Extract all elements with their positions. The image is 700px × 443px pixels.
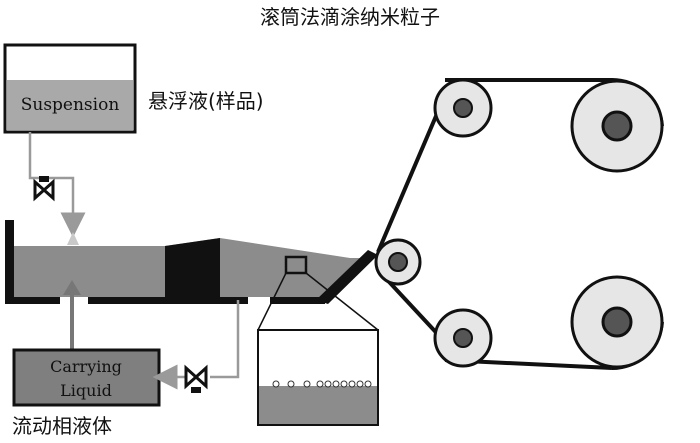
roller-icon	[433, 78, 493, 138]
droplet-icon	[67, 232, 79, 245]
nanoparticle-row	[272, 380, 372, 388]
diagram-title: 滚筒法滴涂纳米粒子	[260, 5, 440, 29]
valve-icon[interactable]	[184, 364, 208, 393]
roller-icon	[570, 79, 664, 173]
valve-icon[interactable]	[33, 176, 55, 202]
roller-icon	[374, 238, 422, 286]
zoom-line-right	[305, 272, 379, 331]
roller-icon	[570, 275, 664, 369]
flow-channel	[5, 220, 378, 304]
carrying-liquid-container: Carrying Liquid	[12, 348, 161, 407]
carrying-label-line1: Carrying	[50, 357, 122, 376]
roller-icon	[433, 308, 493, 368]
zoom-inset	[257, 329, 379, 426]
carrying-return-pipe	[152, 300, 240, 390]
carrying-caption: 流动相液体	[12, 414, 112, 438]
suspension-feed-pipe	[28, 132, 86, 238]
suspension-container: Suspension	[3, 43, 137, 134]
carrying-liquid-inlet	[63, 280, 81, 350]
suspension-label: Suspension	[21, 95, 120, 115]
zoom-line-left	[257, 272, 287, 331]
carrying-label-line2: Liquid	[60, 381, 112, 400]
suspension-caption: 悬浮液(样品)	[148, 89, 264, 113]
zoom-marker	[284, 255, 308, 275]
